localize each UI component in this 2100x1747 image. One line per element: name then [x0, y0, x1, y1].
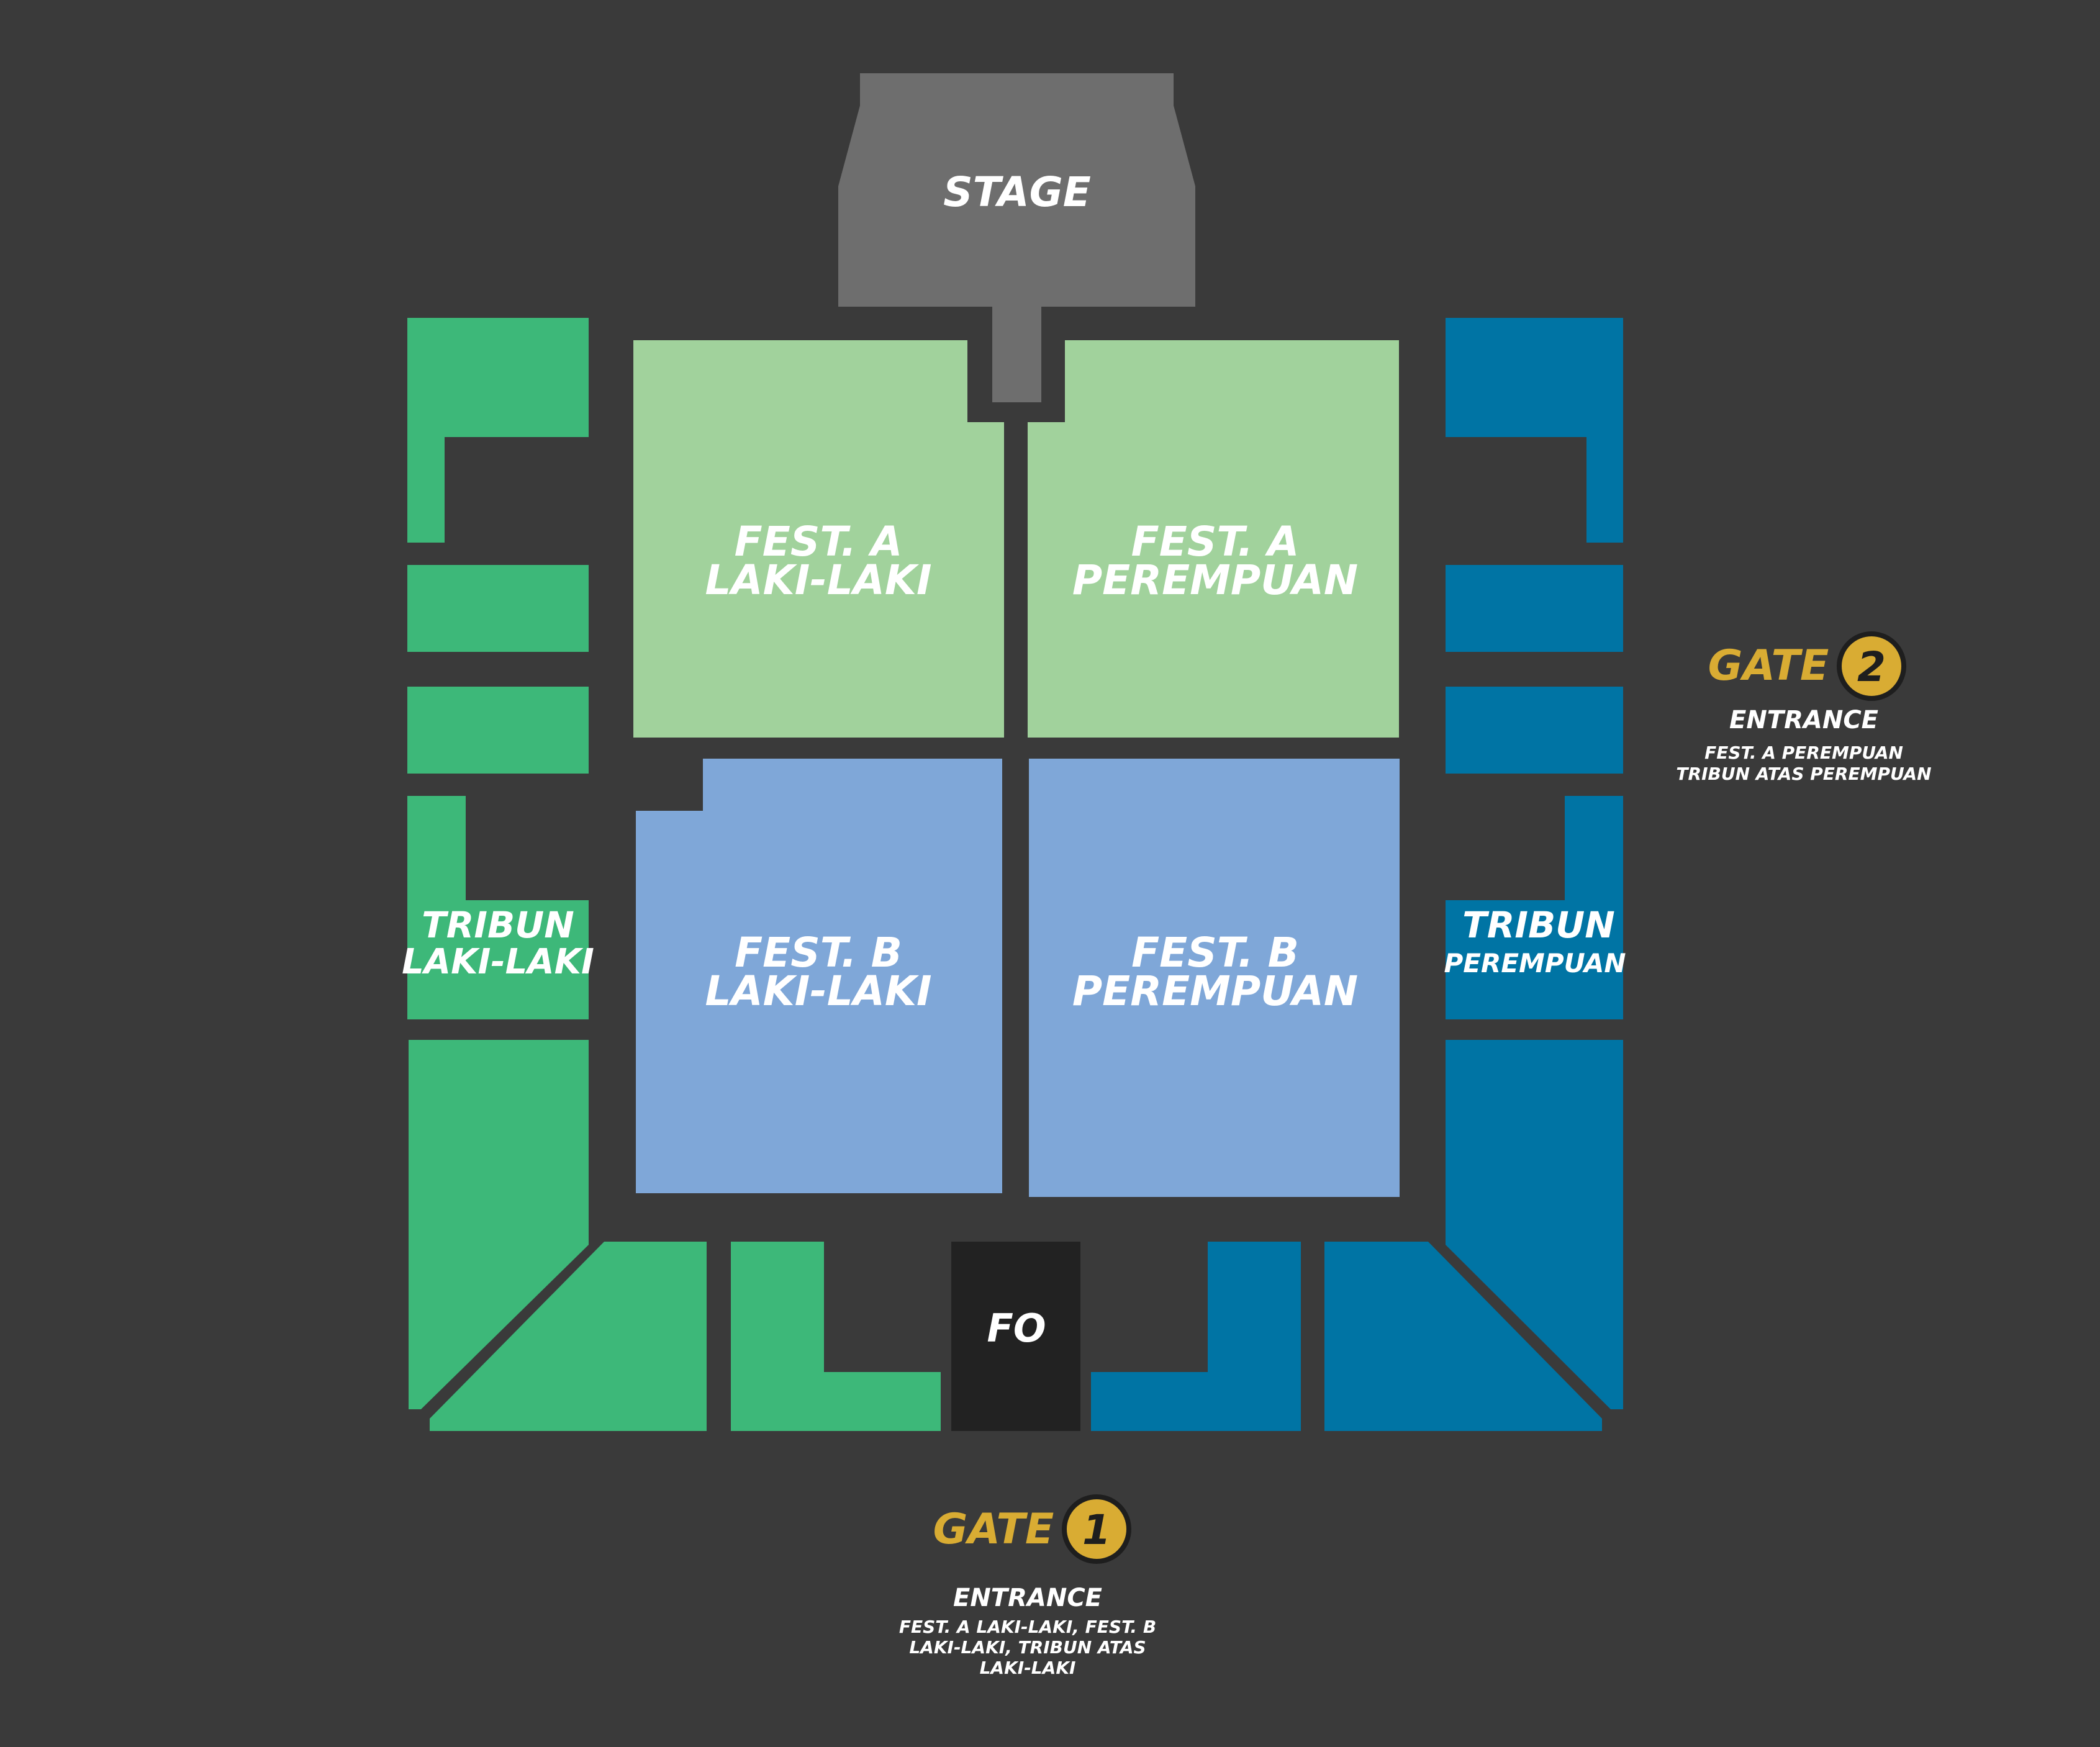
- gate-1-note-line1: FEST. A LAKI-LAKI, FEST. B: [899, 1617, 1156, 1637]
- tribun-laki-block-2: [407, 565, 589, 652]
- section-fest-a-laki[interactable]: FEST. A LAKI-LAKI: [633, 340, 1004, 738]
- gate-2-entrance: ENTRANCE: [1729, 706, 1878, 734]
- gate-2-badge: [1837, 631, 1906, 701]
- stage[interactable]: STAGE: [838, 73, 1195, 402]
- stage-label: STAGE: [943, 168, 1091, 216]
- fest-b-laki-line1: FEST. B: [735, 929, 902, 977]
- fest-b-laki-line2: LAKI-LAKI: [705, 967, 931, 1015]
- fest-b-perempuan-shape: [1029, 759, 1400, 1197]
- tribun-laki-block-lower: [409, 1040, 589, 1409]
- gate-2-word: GATE: [1708, 641, 1829, 690]
- gate-1-badge: [1062, 1494, 1131, 1564]
- section-fo[interactable]: FO: [951, 1242, 1080, 1431]
- tribun-laki-block-3: [407, 687, 589, 774]
- gate-2[interactable]: GATE 2 ENTRANCE FEST. A PEREMPUAN TRIBUN…: [1676, 631, 1932, 784]
- gate-1-note-line2: LAKI-LAKI, TRIBUN ATAS: [909, 1637, 1146, 1658]
- section-tribun-laki[interactable]: TRIBUN LAKI-LAKI: [402, 318, 941, 1431]
- gate-1-note-line3: LAKI-LAKI: [980, 1658, 1076, 1678]
- fest-a-laki-shape: [633, 340, 1004, 738]
- tribun-laki-block-top: [407, 318, 589, 543]
- fest-a-perempuan-shape: [1028, 340, 1399, 738]
- section-fest-b-laki[interactable]: FEST. B LAKI-LAKI: [636, 759, 1002, 1193]
- tribun-laki-block-corner: [430, 1242, 707, 1431]
- section-fest-b-perempuan[interactable]: FEST. B PEREMPUAN: [1029, 759, 1400, 1197]
- tribun-laki-block-label: [407, 796, 589, 1019]
- fo-label: FO: [987, 1306, 1046, 1351]
- tribun-perempuan-block-3: [1446, 687, 1623, 774]
- tribun-laki-line2: LAKI-LAKI: [402, 942, 594, 982]
- tribun-perempuan-line2: PEREMPUAN: [1444, 948, 1626, 978]
- gate-1-number: 1: [1082, 1506, 1111, 1554]
- fo-shape: [951, 1242, 1080, 1431]
- gate-1-word: GATE: [933, 1505, 1054, 1554]
- tribun-perempuan-block-bottom: [1091, 1242, 1301, 1431]
- section-tribun-perempuan[interactable]: TRIBUN PEREMPUAN: [1091, 318, 1626, 1431]
- fest-a-laki-line2: LAKI-LAKI: [705, 556, 931, 604]
- gate-2-note-line2: TRIBUN ATAS PEREMPUAN: [1676, 764, 1931, 784]
- fest-b-perempuan-line2: PEREMPUAN: [1072, 967, 1358, 1015]
- tribun-perempuan-block-2: [1446, 565, 1623, 652]
- gate-1-entrance: ENTRANCE: [953, 1584, 1102, 1612]
- tribun-perempuan-block-lower: [1446, 1040, 1623, 1409]
- fest-a-laki-line1: FEST. A: [735, 518, 903, 566]
- tribun-perempuan-block-corner: [1324, 1242, 1602, 1431]
- gate-1[interactable]: GATE 1 ENTRANCE FEST. A LAKI-LAKI, FEST.…: [899, 1494, 1156, 1678]
- fest-a-perempuan-line2: PEREMPUAN: [1072, 556, 1358, 604]
- stage-shape: [838, 73, 1195, 402]
- tribun-perempuan-line1: TRIBUN: [1462, 904, 1615, 946]
- fest-b-laki-shape: [636, 759, 1002, 1193]
- gate-2-note-line1: FEST. A PEREMPUAN: [1704, 743, 1903, 763]
- tribun-perempuan-block-top: [1446, 318, 1623, 543]
- tribun-perempuan-block-label: [1446, 796, 1623, 1019]
- tribun-laki-line1: TRIBUN: [422, 904, 574, 946]
- gate-2-number: 2: [1857, 643, 1886, 691]
- fest-a-perempuan-line1: FEST. A: [1131, 518, 1300, 566]
- fest-b-perempuan-line1: FEST. B: [1131, 929, 1299, 977]
- section-fest-a-perempuan[interactable]: FEST. A PEREMPUAN: [1028, 340, 1399, 738]
- tribun-laki-block-bottom: [731, 1242, 941, 1431]
